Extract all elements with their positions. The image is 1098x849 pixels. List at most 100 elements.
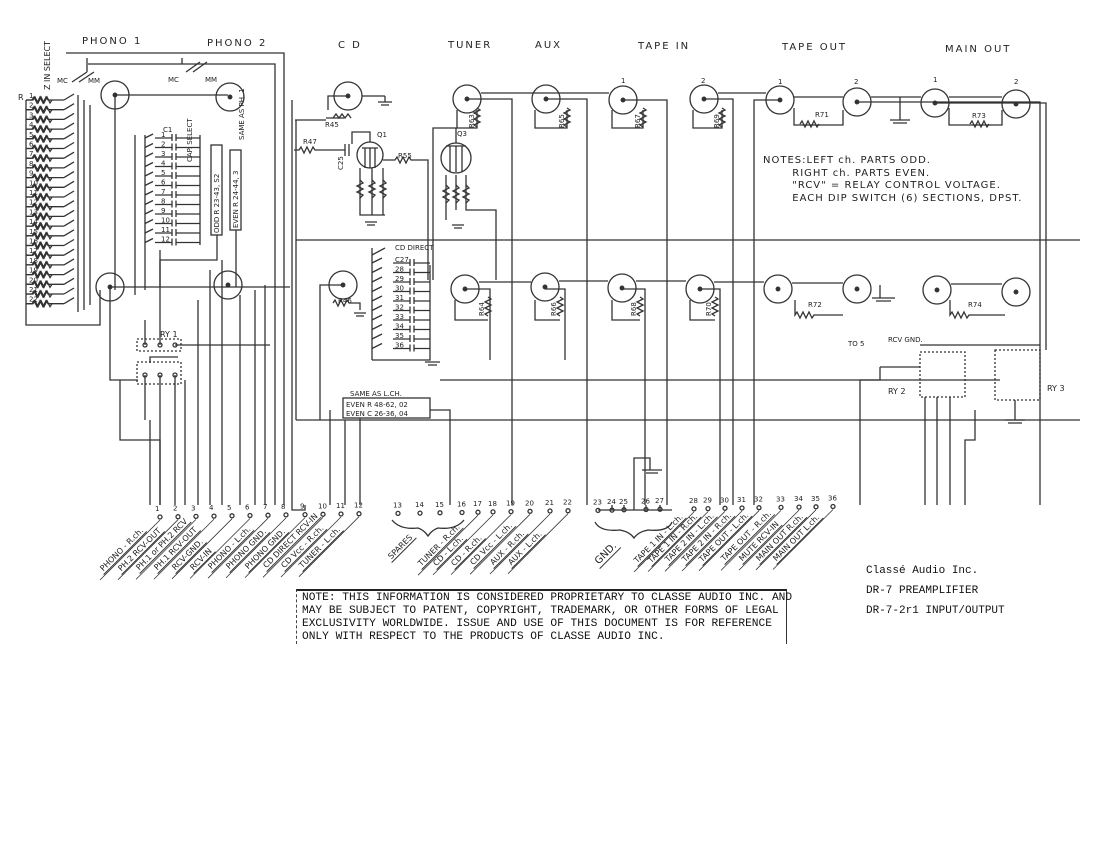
connector-pin: [490, 509, 496, 515]
resistor-r64: [483, 296, 493, 317]
connector-pin-number: 1: [155, 505, 159, 513]
resistor: [26, 299, 53, 309]
connector-pin-number: 21: [545, 499, 554, 507]
ladder-resistor: [26, 105, 64, 115]
cd-cap-section: [371, 285, 430, 295]
ladder-bus: [25, 95, 101, 326]
resistor-r66: [555, 296, 565, 317]
connector-pin: [691, 506, 697, 512]
cd-cap-section: [371, 304, 430, 314]
r-label: R: [18, 93, 24, 102]
resistor-label: R70: [705, 302, 713, 316]
ladder-resistor: [26, 95, 64, 105]
cd-cap-section: [371, 342, 430, 352]
connector-pin: [830, 503, 836, 510]
connector-pin: [796, 504, 802, 510]
cap-tap-number: 9: [161, 207, 165, 215]
odd-parts-r: ODD R 23-43, S2: [213, 174, 221, 233]
resistor-label: R73: [972, 112, 986, 120]
ladder-resistor: [26, 144, 64, 153]
notes-line-4: EACH DIP SWITCH (6) SECTIONS, DPST.: [792, 192, 1023, 204]
spares-bracket: [391, 519, 465, 538]
notice-line-3: EXCLUSIVITY WORLDWIDE. ISSUE AND USE OF …: [302, 618, 772, 630]
cd-cap-section: [371, 323, 430, 333]
main-out-2-number: 2: [1014, 78, 1018, 86]
pin-leader: [207, 517, 269, 579]
cap-tap-number: 5: [161, 169, 165, 177]
connector-pin-number: 34: [794, 495, 803, 503]
ladder-resistor: [26, 124, 64, 134]
phono2-jack-right: [213, 270, 243, 300]
r55-label: R55: [398, 152, 412, 160]
pin-leader: [153, 518, 215, 580]
connector-pin: [356, 511, 362, 517]
pin-leader: [755, 509, 817, 571]
connector-pin: [739, 505, 745, 511]
resistor-r73: [969, 119, 990, 129]
ladder-tap-number: 22: [29, 296, 38, 304]
connector-pin: [247, 512, 253, 519]
ladder-switch: [63, 268, 75, 276]
cap-switch-section: [144, 218, 200, 227]
pin-leader: [262, 517, 324, 578]
header-phono1: PHONO 1: [82, 36, 143, 47]
resistor-label: R64: [478, 302, 486, 316]
resistor: [26, 163, 53, 173]
cap-switch-section: [144, 171, 200, 179]
connector-pin-number: 2: [173, 505, 177, 513]
cd-cap-section: [371, 276, 430, 285]
ry1-label: RY 1: [160, 330, 178, 339]
ladder-switch: [63, 161, 75, 169]
c25-label: C25: [337, 156, 345, 170]
connector-pin: [395, 510, 401, 517]
gnd-bracket: [594, 521, 673, 540]
ladder-resistor: [26, 182, 64, 192]
same-as-lch: SAME AS L.CH.: [350, 390, 402, 398]
cap-switch-section: [144, 133, 200, 141]
main-out-2-jack-left: [1001, 89, 1031, 119]
resistor-label: R66: [550, 302, 558, 316]
connector-pin-number: 13: [393, 501, 402, 509]
ladder-switch: [63, 200, 75, 208]
header-tape-in: TAPE IN: [638, 41, 691, 52]
connector-pin-number: 6: [245, 504, 250, 512]
pin-leader: [298, 516, 360, 577]
ladder-tap-number: 10: [29, 179, 38, 187]
resistor: [26, 192, 53, 202]
ladder-tap-number: 6: [29, 141, 34, 149]
ladder-resistor: [26, 192, 64, 202]
pin-leader: [738, 509, 800, 571]
resistor: [26, 221, 53, 231]
pin-leader: [469, 514, 531, 575]
resistor: [26, 114, 53, 124]
ladder-tap-number: 4: [29, 121, 34, 129]
pin-leader: [507, 513, 569, 574]
r45-label: R45: [325, 121, 339, 129]
cd-even-parts-box: [342, 397, 431, 419]
ladder-resistor: [26, 299, 64, 309]
tape-out-1-number: 1: [778, 78, 782, 86]
phono2-jack-left: [215, 82, 245, 112]
ladder-resistor: [26, 221, 64, 231]
notice-line-4: ONLY WITH RESPECT TO THE PRODUCTS OF CLA…: [302, 631, 665, 643]
ladder-resistor: [26, 134, 64, 144]
resistor: [26, 270, 53, 280]
pin-leader: [225, 517, 287, 579]
connector-pin: [459, 509, 465, 516]
connector-pin: [338, 511, 344, 517]
ladder-tap-number: 2: [29, 102, 33, 110]
resistor: [26, 105, 53, 115]
connector-pin: [193, 513, 199, 520]
resistor-r70: [710, 296, 720, 317]
connector-pin-number: 24: [607, 498, 616, 506]
cap-switch-section: [144, 209, 200, 217]
pin-leader: [432, 514, 494, 576]
resistor-r68: [635, 296, 645, 317]
resistor: [26, 124, 53, 134]
main-out-1-jack-right: [922, 275, 952, 305]
tape-in-1-jack-right: [607, 273, 637, 303]
ladder-tap-number: 18: [29, 257, 38, 265]
r74-label: R74: [968, 301, 982, 309]
mm-label-2: MM: [205, 76, 217, 84]
